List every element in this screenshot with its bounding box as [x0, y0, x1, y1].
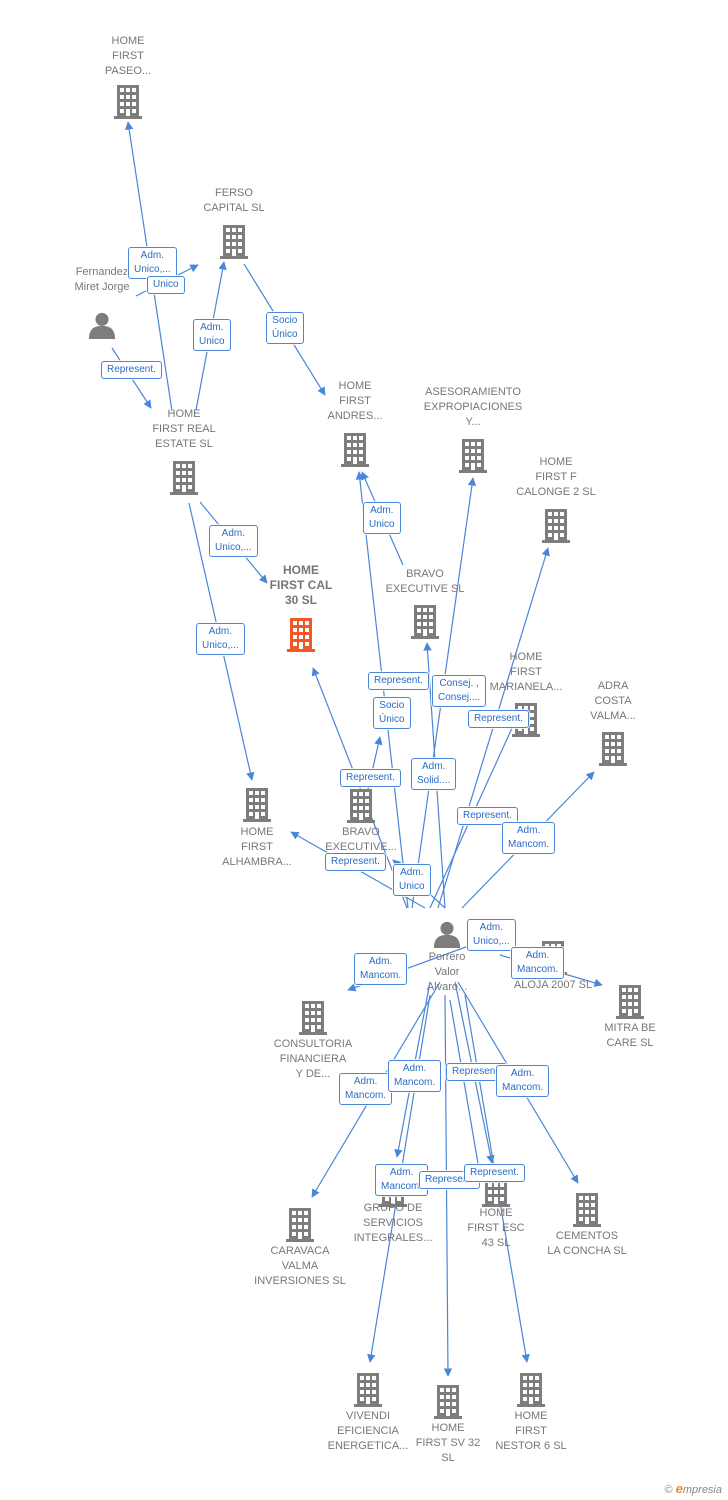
building-icon[interactable]	[354, 1373, 382, 1407]
edge-line	[449, 999, 483, 1176]
node-label-home-first-real[interactable]: HOME FIRST REAL ESTATE SL	[152, 408, 216, 450]
building-icon[interactable]	[114, 85, 142, 119]
node-label-sv32[interactable]: HOME FIRST SV 32 SL	[415, 1422, 481, 1464]
node-label-adra[interactable]: ADRA COSTA VALMA...	[590, 680, 636, 722]
edge-label[interactable]: Adm. Mancom.	[496, 1065, 550, 1097]
edge-label[interactable]: Adm. Unico,...	[467, 919, 516, 951]
edge-label[interactable]: Adm. Mancom.	[511, 947, 565, 979]
copyright-icon: ©	[664, 1484, 673, 1496]
edge-label[interactable]: Represent.	[457, 807, 518, 825]
building-icon[interactable]	[599, 732, 627, 766]
node-label-consultoria[interactable]: CONSULTORIA FINANCIERA Y DE...	[273, 1038, 353, 1080]
building-icon[interactable]	[573, 1193, 601, 1227]
node-label-bravo-exec[interactable]: BRAVO EXECUTIVE SL	[385, 568, 465, 595]
building-icon[interactable]	[243, 788, 271, 822]
brand-name: mpresia	[682, 1484, 722, 1496]
edge-label[interactable]: Adm. Unico,...	[196, 623, 245, 655]
building-icon[interactable]	[434, 1385, 462, 1419]
edge-label[interactable]: Represent.	[340, 769, 401, 787]
building-icon[interactable]	[542, 509, 570, 543]
building-icon[interactable]	[220, 225, 248, 259]
building-icon[interactable]	[616, 985, 644, 1019]
building-icon[interactable]	[517, 1373, 545, 1407]
node-label-aloja[interactable]: ALOJA 2007 SL	[513, 979, 593, 991]
edge-label[interactable]: Adm. Unico	[193, 319, 231, 351]
edge-label[interactable]: Unico	[147, 276, 185, 294]
empresia-watermark: ©empresia	[665, 1481, 722, 1496]
node-label-ferso[interactable]: FERSO CAPITAL SL	[203, 187, 265, 214]
node-label-fernandez[interactable]: Fernandez Miret Jorge	[74, 266, 130, 293]
person-icon[interactable]	[88, 312, 116, 339]
building-icon[interactable]	[299, 1001, 327, 1035]
edges-layer	[111, 121, 603, 1377]
edge-label[interactable]: Adm. Unico,...	[209, 525, 258, 557]
edge-label[interactable]: Represent.	[464, 1164, 525, 1182]
node-label-mitra[interactable]: MITRA BE CARE SL	[604, 1022, 656, 1049]
building-icon[interactable]	[411, 605, 439, 639]
node-label-home-first-paseo[interactable]: HOME FIRST PASEO...	[104, 35, 152, 77]
building-icon[interactable]	[170, 461, 198, 495]
edge-label[interactable]: Represent.	[368, 672, 429, 690]
node-label-cementos[interactable]: CEMENTOS LA CONCHA SL	[547, 1230, 627, 1257]
building-icon[interactable]	[286, 1208, 314, 1242]
node-label-asesoramiento[interactable]: ASESORAMIENTO EXPROPIACIONES Y...	[423, 386, 523, 428]
node-label-home-first-andres[interactable]: HOME FIRST ANDRES...	[327, 380, 383, 422]
node-label-porrero[interactable]: Porrero Valor Alvaro...	[426, 951, 468, 993]
empresia-logo-icon: e	[675, 1481, 683, 1496]
edge-line	[355, 471, 409, 909]
edge-label[interactable]: Represent.	[325, 853, 386, 871]
edge-label[interactable]: Socio Único	[266, 312, 304, 344]
node-label-caravaca[interactable]: CARAVACA VALMA INVERSIONES SL	[254, 1245, 346, 1287]
node-label-grupo[interactable]: GRUPO DE SERVICIOS INTEGRALES...	[353, 1202, 433, 1244]
building-icon[interactable]	[459, 439, 487, 473]
node-label-cal30[interactable]: HOME FIRST CAL 30 SL	[269, 563, 333, 607]
edge-label[interactable]: Adm. Solid....	[411, 758, 457, 790]
edge-label[interactable]: Socio Único	[373, 697, 411, 729]
edge-line	[437, 547, 550, 909]
person-icon[interactable]	[433, 921, 461, 948]
building-icon[interactable]	[287, 618, 315, 652]
edge-label[interactable]: Adm. Mancom.	[354, 953, 408, 985]
building-icon[interactable]	[341, 433, 369, 467]
building-icon[interactable]	[347, 789, 375, 823]
node-label-nestor[interactable]: HOME FIRST NESTOR 6 SL	[495, 1410, 567, 1452]
node-label-calonge[interactable]: HOME FIRST F CALONGE 2 SL	[516, 456, 596, 498]
node-label-bravo-exec2[interactable]: BRAVO EXECUTIVE...	[325, 826, 397, 853]
edge-label[interactable]: Represent.	[101, 361, 162, 379]
node-label-alhambra[interactable]: HOME FIRST ALHAMBRA...	[222, 826, 292, 868]
edge-label[interactable]: Adm. Mancom.	[502, 822, 556, 854]
edge-label[interactable]: Represent.	[468, 710, 529, 728]
edge-label[interactable]: Consej. , Consej....	[432, 675, 487, 707]
node-label-marianela[interactable]: HOME FIRST MARIANELA...	[489, 651, 563, 693]
edge-label[interactable]: Adm. Unico	[393, 864, 431, 896]
edge-label[interactable]: Adm. Mancom.	[388, 1060, 442, 1092]
node-label-esc43[interactable]: HOME FIRST ESC 43 SL	[467, 1207, 525, 1249]
edge-label[interactable]: Adm. Mancom.	[339, 1073, 393, 1105]
edge-label[interactable]: Adm. Unico	[363, 502, 401, 534]
node-label-vivendi[interactable]: VIVENDI EFICIENCIA ENERGETICA...	[327, 1410, 409, 1452]
edge-label[interactable]: Adm. Unico,...	[128, 247, 177, 279]
edge-line	[311, 667, 408, 909]
